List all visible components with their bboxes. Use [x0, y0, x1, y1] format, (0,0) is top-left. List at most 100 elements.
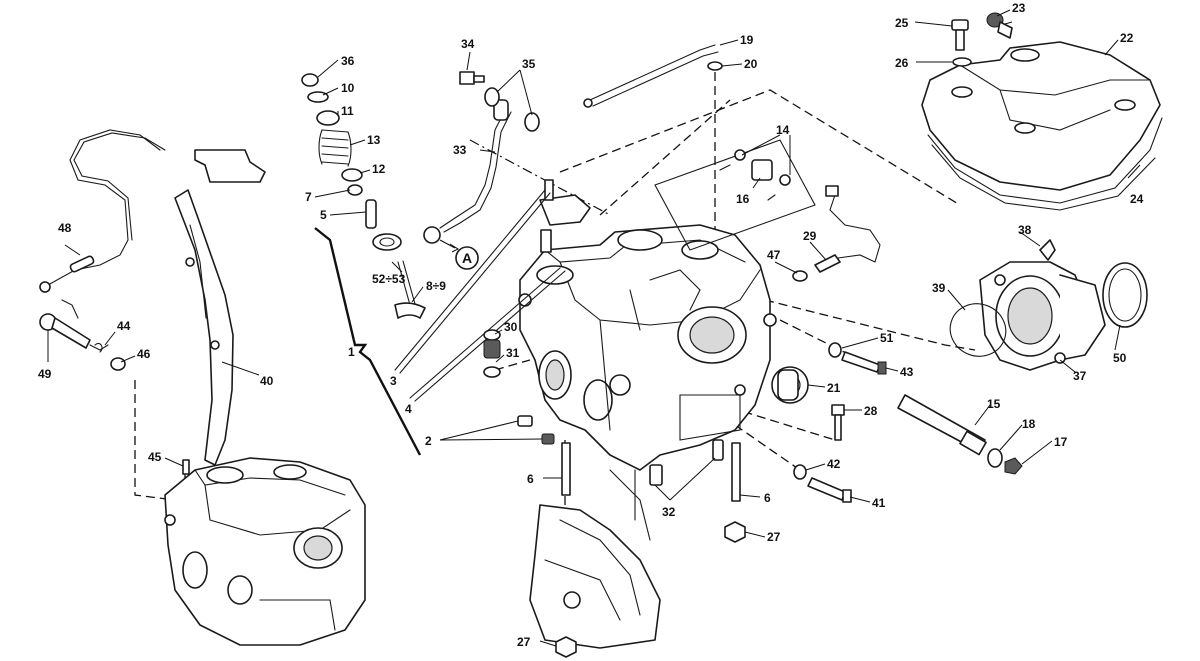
callout-4: 4 [405, 402, 412, 416]
plugs-2 [517, 415, 555, 445]
washer-18 [987, 448, 1003, 468]
washer-51 [828, 342, 842, 358]
sensor-29 [814, 185, 881, 273]
callout-29: 29 [803, 229, 817, 243]
callout-labels: 36 10 11 13 12 7 5 52÷53 8÷9 1 3 4 2 34 … [38, 1, 1144, 649]
stud-38 [1039, 239, 1056, 261]
callout-1: 1 [348, 345, 355, 359]
clip-44 [94, 342, 103, 353]
callout-45: 45 [148, 450, 162, 464]
oil-line-33 [423, 99, 512, 244]
washer-26 [952, 57, 972, 67]
callout-21: 21 [827, 381, 841, 395]
callout-40: 40 [260, 374, 274, 388]
callout-27-bottom: 27 [517, 635, 531, 649]
callout-34: 34 [461, 37, 475, 51]
washer-35 [484, 87, 540, 132]
callout-19: 19 [740, 33, 754, 47]
callout-50: 50 [1113, 351, 1127, 365]
callout-2: 2 [425, 434, 432, 448]
bolt-28 [831, 404, 845, 441]
callout-47: 47 [767, 248, 781, 262]
cover-bolt-25 [951, 19, 969, 51]
bolt-41 [807, 477, 852, 503]
washer-42 [793, 464, 807, 480]
bearing-21 [771, 366, 809, 404]
valve-cover-gasket [927, 117, 1163, 211]
cylinder-head-secondary [164, 457, 366, 646]
callout-24: 24 [1130, 192, 1144, 206]
callout-25: 25 [895, 16, 909, 30]
callout-39: 39 [932, 281, 946, 295]
callout-42: 42 [827, 457, 841, 471]
intake-manifold [979, 261, 1106, 371]
callout-20: 20 [744, 57, 758, 71]
callout-15: 15 [987, 397, 1001, 411]
cap-23 [986, 12, 1013, 39]
callout-52-53: 52÷53 [372, 272, 406, 286]
callout-17: 17 [1054, 435, 1068, 449]
leader-lines [47, 9, 1141, 647]
callout-36: 36 [341, 54, 355, 68]
shaft-15 [897, 394, 987, 456]
callout-28: 28 [864, 404, 878, 418]
banjo-bolt-34 [459, 71, 485, 85]
callout-46: 46 [137, 347, 151, 361]
hose-clamp [1102, 262, 1148, 328]
callout-13: 13 [367, 133, 381, 147]
callout-16: 16 [736, 192, 750, 206]
callout-18: 18 [1022, 417, 1036, 431]
callout-26: 26 [895, 56, 909, 70]
callout-14: 14 [776, 123, 790, 137]
group-bracket-1 [314, 227, 422, 456]
callout-44: 44 [117, 319, 131, 333]
bolt-43 [841, 351, 887, 375]
bracket-assembly-14 [654, 139, 816, 251]
callout-43: 43 [900, 365, 914, 379]
washer-20 [707, 61, 723, 71]
studs-6 [561, 442, 741, 502]
callout-48: 48 [58, 221, 72, 235]
washer-47 [792, 270, 808, 282]
callout-32: 32 [662, 505, 676, 519]
valve-cover [921, 41, 1161, 191]
callout-7: 7 [305, 190, 312, 204]
callout-51: 51 [880, 331, 894, 345]
callout-27-right: 27 [767, 530, 781, 544]
chain-guide-40 [174, 189, 234, 466]
callout-5: 5 [320, 208, 327, 222]
callout-11: 11 [341, 104, 354, 118]
cylinder-head-main [518, 224, 777, 471]
callout-23: 23 [1012, 1, 1026, 15]
throttle-cable-48 [39, 129, 166, 293]
callout-33: 33 [453, 143, 467, 157]
callout-3: 3 [390, 374, 397, 388]
callout-22: 22 [1120, 31, 1134, 45]
callout-6-right: 6 [764, 491, 771, 505]
cable-49 [39, 299, 109, 351]
callout-37: 37 [1073, 369, 1087, 383]
view-marker-a: A [439, 239, 479, 270]
callout-10: 10 [341, 81, 355, 95]
valve-train [301, 73, 426, 319]
callout-12: 12 [372, 162, 386, 176]
nut-17 [1004, 457, 1023, 475]
manifold-gasket [949, 303, 1007, 357]
callout-31: 31 [506, 346, 520, 360]
view-marker-label: A [462, 250, 472, 266]
bracket-top-left [194, 149, 266, 183]
rocker-arm [539, 179, 591, 253]
pin-45 [182, 459, 190, 475]
dowels-32 [649, 439, 724, 486]
callout-38: 38 [1018, 223, 1032, 237]
breather-tube-19 [583, 44, 719, 108]
callout-30: 30 [504, 320, 518, 334]
callout-6-left: 6 [527, 472, 534, 486]
nuts-27 [555, 521, 746, 658]
callout-35: 35 [522, 57, 536, 71]
washer-46 [110, 357, 126, 371]
callout-41: 41 [872, 496, 886, 510]
callout-8-9: 8÷9 [426, 279, 446, 293]
tappet-30-31 [483, 329, 501, 378]
